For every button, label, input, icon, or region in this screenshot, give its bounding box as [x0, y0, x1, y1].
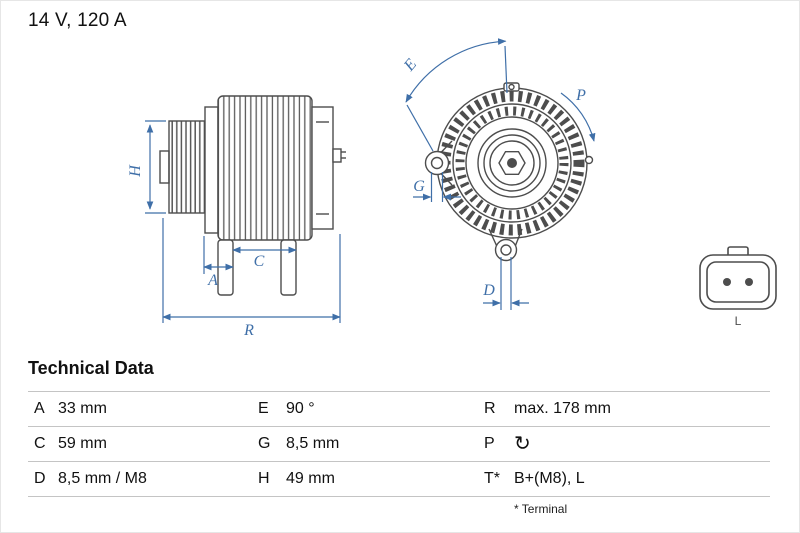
table-row: C 59 mm G 8,5 mm P ↻: [28, 426, 770, 461]
connector-pin: [723, 278, 731, 286]
terminal-footnote: * Terminal: [514, 502, 568, 516]
dim-label-e: E: [400, 56, 420, 75]
rim-circle: [465, 116, 559, 210]
dim-label-p: P: [575, 87, 586, 104]
rear-housing: [311, 106, 334, 230]
table-key-r: R: [484, 400, 496, 417]
dim-label-c: C: [254, 253, 265, 270]
dim-label-d: D: [482, 282, 495, 299]
alternator-side-view: [159, 95, 346, 296]
technical-drawing: H A C R: [127, 38, 777, 339]
table-value-r: max. 178 mm: [514, 400, 611, 417]
side-view-dimensions: [145, 120, 341, 323]
table-value-a: 33 mm: [58, 400, 107, 417]
table-value-d: 8,5 mm / M8: [58, 470, 147, 487]
connector-label: L: [735, 314, 742, 328]
top-screw: [508, 83, 515, 91]
table-value-g: 8,5 mm: [286, 435, 340, 452]
table-key-a: A: [34, 400, 45, 417]
table-key-g: G: [258, 435, 271, 452]
mounting-lug: [280, 239, 297, 296]
table-value-c: 59 mm: [58, 435, 107, 452]
product-spec: 14 V, 120 A: [28, 10, 127, 31]
front-bracket: [204, 106, 219, 234]
housing-fins: [217, 95, 313, 241]
table-row: A 33 mm E 90 ° R max. 178 mm: [28, 391, 770, 426]
shaft-stub: [159, 150, 170, 184]
rim-screw: [584, 155, 594, 165]
table-value-t: B+(M8), L: [514, 470, 585, 487]
rotation-direction-icon: ↻: [514, 433, 531, 455]
shaft-center: [507, 158, 517, 168]
pulley-face: [477, 128, 547, 198]
table-value-h: 49 mm: [286, 470, 335, 487]
bplus-terminal: [332, 148, 342, 163]
table-key-t: T*: [484, 470, 500, 487]
dim-label-g: G: [413, 178, 425, 195]
dim-label-r: R: [243, 322, 254, 339]
shaft-nut: [498, 150, 526, 176]
connector-inner: [706, 261, 770, 303]
table-value-e: 90 °: [286, 400, 315, 417]
rim-circle: [452, 103, 572, 223]
rotation-arc-p: [560, 92, 596, 142]
extension-line: [406, 104, 434, 152]
table-key-e: E: [258, 400, 269, 417]
mounting-ear-hole: [430, 156, 444, 170]
front-view-dimensions: [405, 38, 596, 310]
mounting-ear: [424, 150, 450, 176]
table-row: D 8,5 mm / M8 H 49 mm T* B+(M8), L: [28, 461, 770, 496]
bottom-lug: [494, 238, 518, 262]
bottom-lug-hole: [500, 244, 512, 256]
dim-label-h: H: [127, 164, 144, 178]
angle-arc-e: [405, 38, 507, 103]
cooling-slots-inner: [455, 106, 569, 220]
table-key-d: D: [34, 470, 46, 487]
table-key-c: C: [34, 435, 46, 452]
dim-label-a: A: [207, 272, 218, 289]
connector-drawing: [699, 246, 777, 310]
technical-data-section: Technical Data A 33 mm E 90 ° R max. 178…: [28, 358, 770, 516]
pulley-face: [483, 134, 541, 192]
table-key-h: H: [258, 470, 270, 487]
technical-data-table: A 33 mm E 90 ° R max. 178 mm C 59 mm G 8…: [28, 391, 770, 497]
pulley-face: [489, 140, 535, 186]
table-key-p: P: [484, 435, 495, 452]
connector-pin: [745, 278, 753, 286]
technical-data-title: Technical Data: [28, 358, 154, 378]
pulley: [168, 120, 206, 214]
alternator-front-view: [424, 82, 594, 262]
